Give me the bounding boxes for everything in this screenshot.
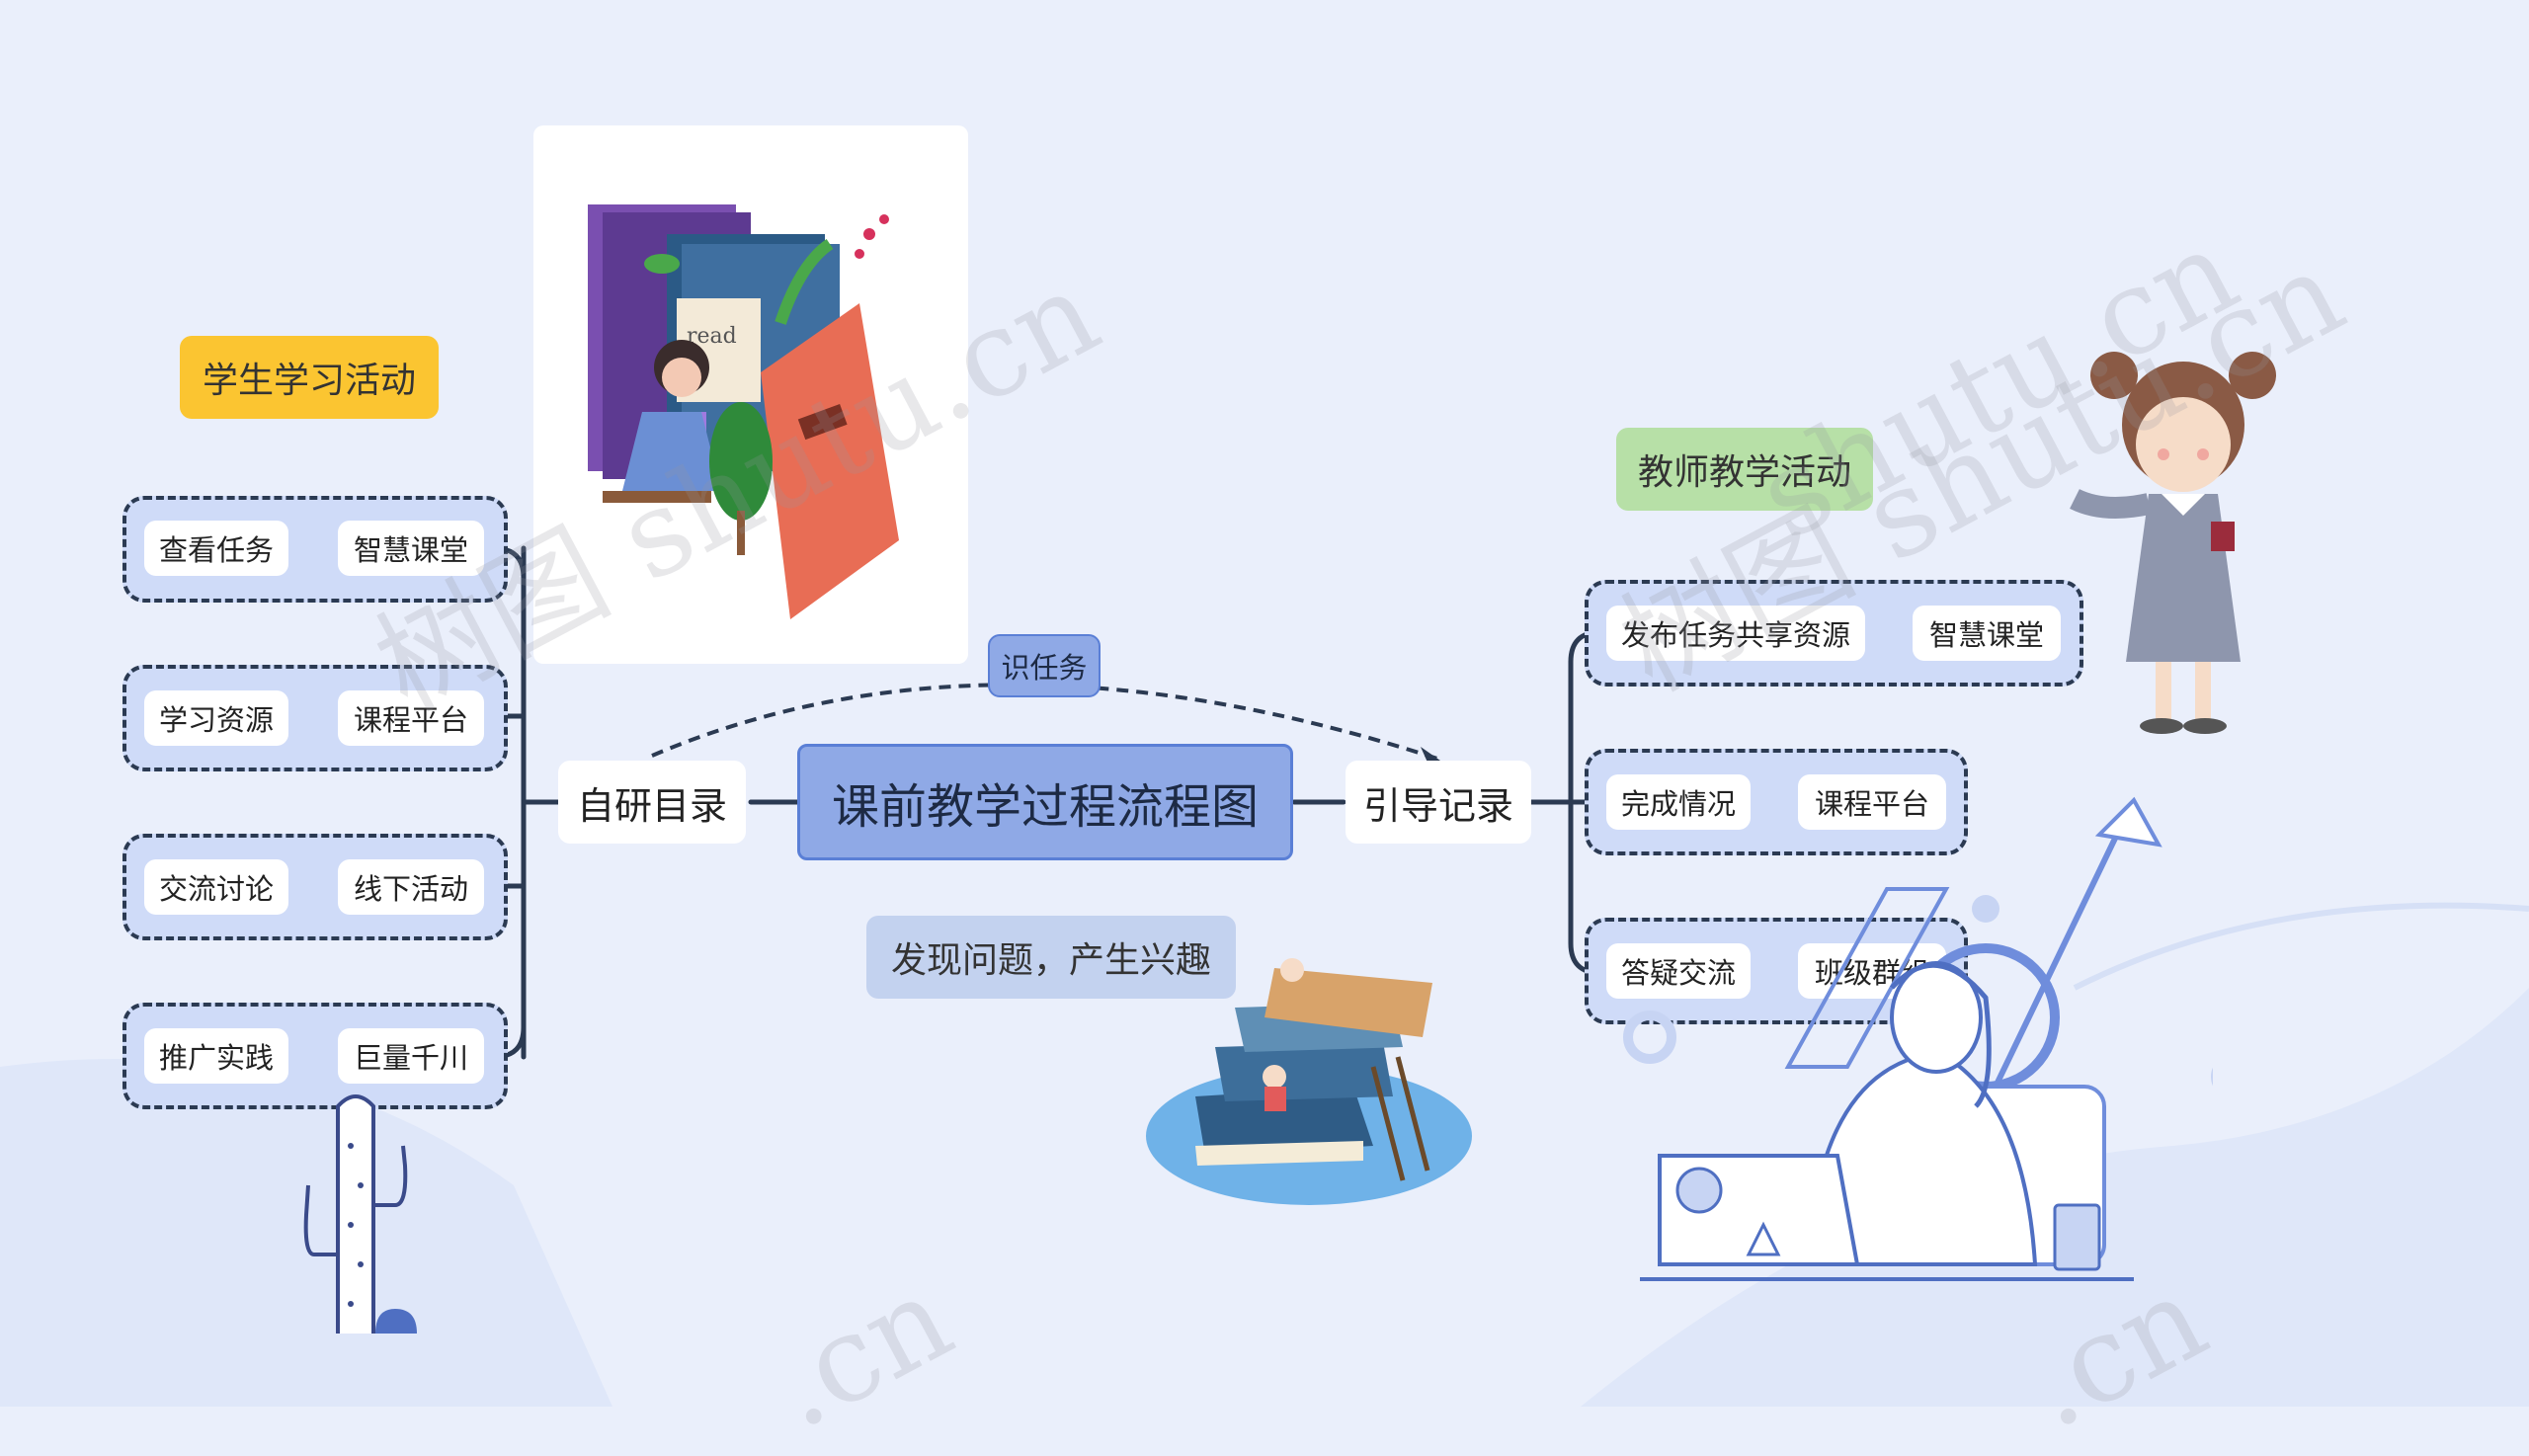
left-item-discussion[interactable]: 交流讨论 (144, 859, 288, 915)
teacher-activity-title: 教师教学活动 (1616, 428, 1873, 511)
left-item-smart-classroom[interactable]: 智慧课堂 (338, 521, 484, 576)
book-stack-illustration (1146, 958, 1472, 1205)
right-item-smart-classroom[interactable]: 智慧课堂 (1913, 606, 2061, 661)
cactus-illustration (303, 1094, 417, 1334)
left-item-course-platform[interactable]: 课程平台 (338, 690, 484, 746)
books-reading-illustration: read (533, 125, 968, 664)
teacher-figure-illustration (2070, 352, 2276, 734)
woman-laptop-illustration (1623, 796, 2213, 1281)
left-item-juliang-qianchuan[interactable]: 巨量千川 (338, 1028, 484, 1084)
mind-map-canvas: read 学生学习活动 教师教学活动 查看任务 智慧课堂 学习资源 课程平台 交… (0, 125, 2529, 1456)
student-activity-title: 学生学习活动 (180, 336, 439, 419)
left-item-learning-resources[interactable]: 学习资源 (144, 690, 288, 746)
left-item-view-task[interactable]: 查看任务 (144, 521, 288, 576)
central-topic[interactable]: 课前教学过程流程图 (797, 744, 1293, 860)
note-discover-problem[interactable]: 发现问题，产生兴趣 (866, 916, 1236, 999)
right-item-publish-task[interactable]: 发布任务共享资源 (1606, 606, 1865, 661)
branch-guidance-record[interactable]: 引导记录 (1346, 761, 1531, 844)
left-item-offline-activity[interactable]: 线下活动 (338, 859, 484, 915)
link-label-identify-task[interactable]: 识任务 (988, 634, 1101, 697)
left-item-practice[interactable]: 推广实践 (144, 1028, 288, 1084)
right-item-course-platform[interactable]: 课程平台 (1798, 774, 1946, 830)
branch-self-study-catalog[interactable]: 自研目录 (558, 761, 746, 844)
right-item-qa-exchange[interactable]: 答疑交流 (1606, 943, 1751, 999)
right-item-completion[interactable]: 完成情况 (1606, 774, 1751, 830)
